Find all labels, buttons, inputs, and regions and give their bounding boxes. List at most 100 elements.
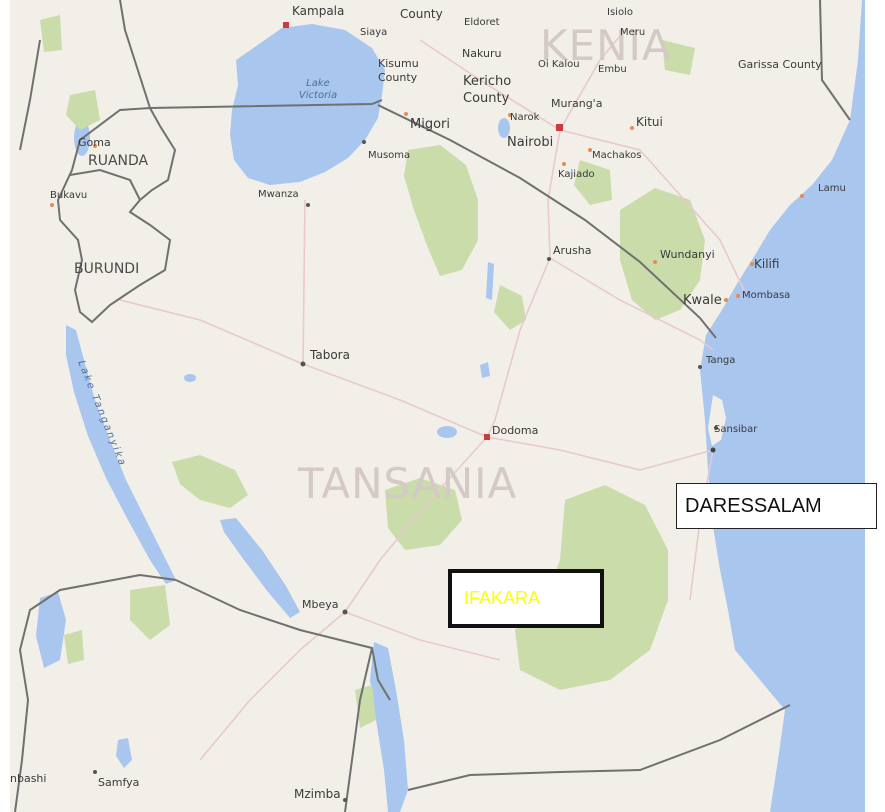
label-kitui: Kitui [636, 115, 663, 129]
city-markers [50, 22, 804, 802]
label-wundanyi: Wundanyi [660, 248, 715, 261]
tanga-marker [698, 365, 702, 369]
lake-label-victoria-2: Victoria [299, 90, 337, 101]
label-tabora: Tabora [309, 348, 350, 362]
mbeya-marker [342, 609, 348, 615]
label-sansibar: Sansibar [714, 424, 758, 435]
sansibar-island [708, 395, 726, 446]
label-oi-kalou: Oi Kalou [538, 59, 580, 70]
label-murang-a: Murang'a [551, 97, 602, 110]
serengeti-park [404, 145, 478, 276]
label-lubumbashi: nbashi [10, 772, 46, 785]
rwanda-burundi-border [56, 106, 177, 324]
zambia-tanzania-border [175, 579, 391, 701]
label-meru: Meru [620, 27, 645, 38]
label-kajiado: Kajiado [558, 169, 595, 180]
country-label-burundi: BURUNDI [74, 261, 139, 277]
kitui-marker [630, 126, 634, 130]
wundanyi-marker [653, 260, 657, 264]
label-arusha: Arusha [553, 244, 591, 257]
label-kericho-1: Kericho [463, 74, 511, 89]
label-eldoret: Eldoret [464, 17, 500, 28]
zambia-park [130, 585, 170, 640]
kenya-tanzania-border [377, 104, 717, 339]
lake-bangweulu [116, 738, 132, 768]
lake-label-victoria-1: Lake [306, 78, 330, 89]
ifakara-text: IFAKARA [464, 588, 541, 608]
label-bukavu: Bukavu [50, 190, 87, 201]
label-narok: Narok [510, 112, 540, 123]
dodoma-marker [484, 434, 490, 440]
kenya-somalia-border [819, 0, 851, 121]
lake-mweru [36, 592, 66, 668]
samfya-marker [93, 770, 97, 774]
indian-ocean [700, 0, 865, 812]
west-border [19, 39, 41, 151]
label-migori: Migori [410, 117, 450, 132]
kilifi-marker [750, 262, 754, 266]
malawi-border [344, 647, 373, 812]
small-lake [480, 362, 490, 378]
lake-natron [498, 118, 510, 138]
label-samfya: Samfya [98, 776, 139, 789]
label-nakuru: Nakuru [462, 47, 501, 60]
roads [119, 29, 746, 761]
label-isiolo: Isiolo [607, 7, 633, 18]
label-kampala: Kampala [292, 4, 344, 18]
amboseli-park [574, 160, 612, 205]
small-lake [437, 426, 457, 438]
tarangire-park [494, 285, 526, 330]
lake-manyara [486, 262, 494, 300]
label-mwanza: Mwanza [258, 189, 299, 200]
congo-zambia-border [14, 573, 177, 812]
narok-marker [508, 113, 512, 117]
lake-rukwa [220, 518, 300, 618]
bukavu-marker [50, 203, 54, 207]
label-mombasa: Mombasa [742, 290, 790, 301]
country-borders [14, 0, 851, 812]
lake-tanganyika [66, 325, 176, 584]
label-kilifi: Kilifi [754, 257, 779, 271]
city-labels: Kampala County Eldoret Isiolo Meru Siaya… [10, 4, 846, 801]
mozambique-border [407, 704, 791, 791]
goma-marker [93, 144, 97, 148]
tabora-marker [300, 361, 306, 367]
mwanza-marker [306, 203, 310, 207]
daressalam-annotation: DARESSALAM [676, 483, 877, 529]
congo-park [40, 15, 62, 52]
label-tanga: Tanga [705, 355, 735, 366]
kampala-marker [283, 22, 289, 28]
nairobi-marker [556, 124, 563, 131]
label-county-top: County [400, 7, 443, 21]
rwanda-burundi-inner-border [69, 168, 141, 201]
kajiado-marker [562, 162, 566, 166]
label-kwale: Kwale [683, 293, 722, 308]
label-garissa: Garissa County [738, 58, 822, 71]
kwale-marker [724, 298, 728, 302]
tsavo-park [620, 188, 705, 320]
label-musoma: Musoma [368, 150, 410, 161]
label-mbeya: Mbeya [302, 598, 339, 611]
label-dodoma: Dodoma [492, 424, 538, 437]
country-label-kenya: KENIA [540, 21, 672, 70]
ifakara-annotation: IFAKARA [448, 569, 604, 628]
daressalam-text: DARESSALAM [685, 494, 822, 517]
lamu-marker [800, 194, 804, 198]
label-lamu: Lamu [818, 183, 846, 194]
migori-marker [404, 112, 408, 116]
label-nairobi: Nairobi [507, 135, 553, 150]
country-label-tansania: TANSANIA [297, 459, 517, 508]
label-kericho-2: County [463, 91, 510, 106]
arusha-marker [547, 257, 551, 261]
uganda-tanzania-border [149, 99, 383, 109]
virunga-park [66, 90, 100, 130]
label-siaya: Siaya [360, 27, 387, 38]
daressalam-marker [710, 447, 716, 453]
label-machakos: Machakos [592, 150, 641, 161]
label-kisumu-1: Kisumu [378, 57, 419, 70]
katavi-park [172, 455, 248, 508]
label-embu: Embu [598, 64, 627, 75]
label-mzimba: Mzimba [294, 787, 341, 801]
